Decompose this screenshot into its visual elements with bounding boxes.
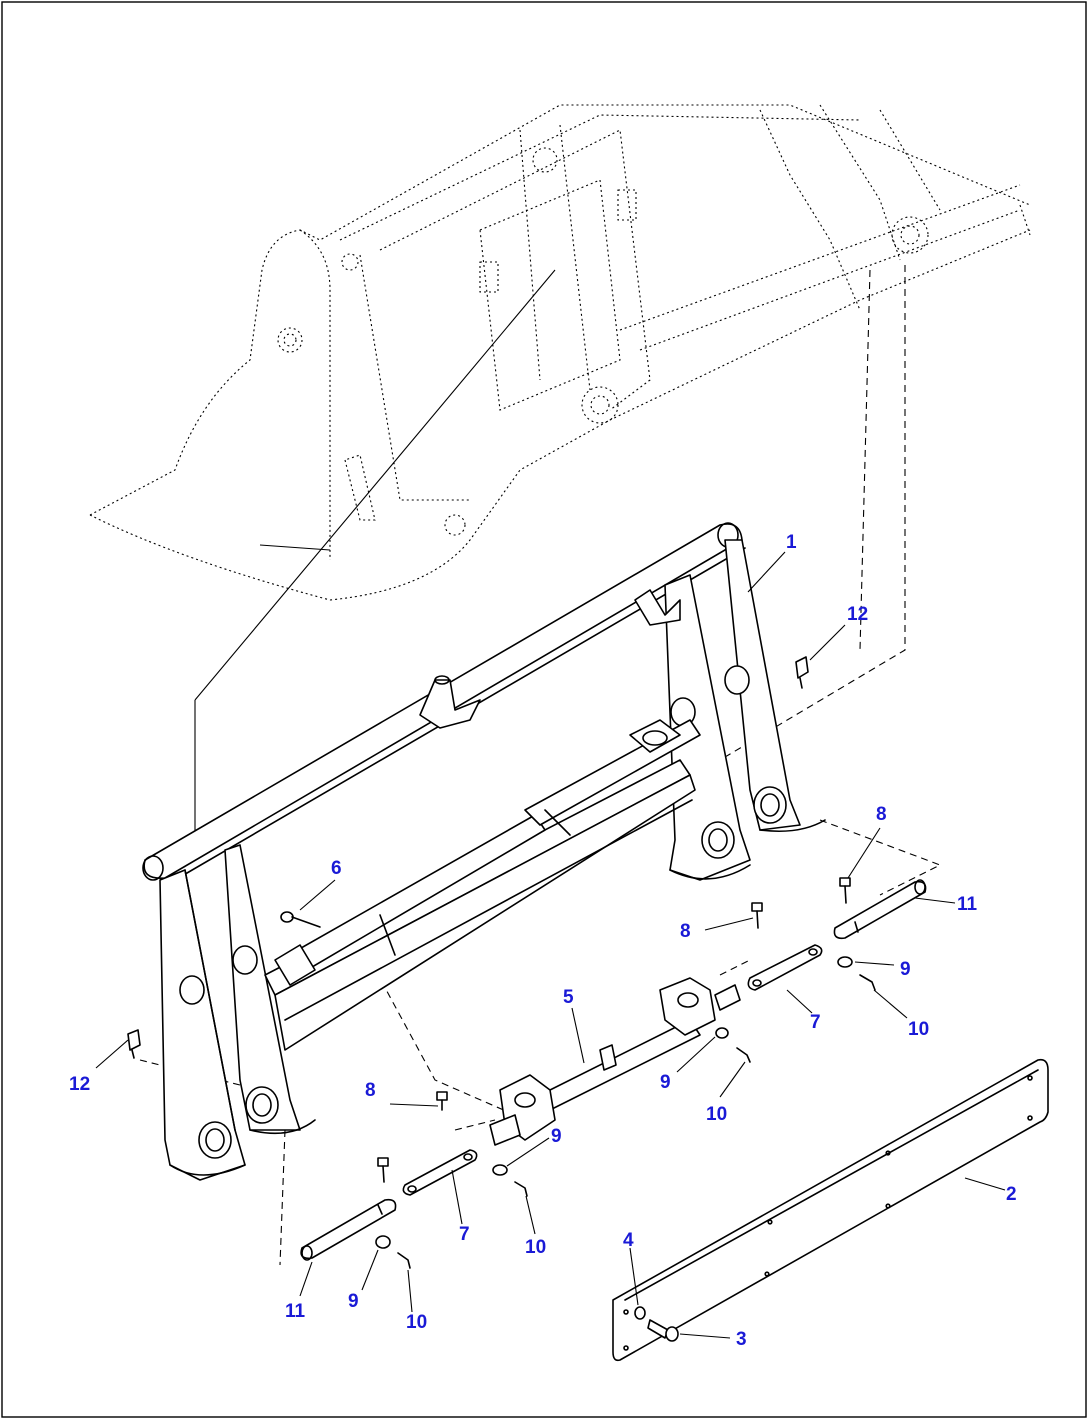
- bolt-part-6: [280, 911, 321, 928]
- callout-7: 7: [810, 1012, 821, 1033]
- callout-6: 6: [331, 858, 342, 879]
- callout-9: 9: [660, 1072, 671, 1093]
- cover-plate: [612, 1058, 1049, 1362]
- callout-9: 9: [900, 959, 911, 980]
- leader-lines: [95, 551, 1006, 1339]
- callout-labels: 1 12 8 11 6 8 9 5 7 10 12 9 8 10 9 2 7 1…: [69, 532, 1017, 1350]
- washer-part-4: [634, 1306, 646, 1320]
- bolt-part-3: [647, 1319, 679, 1342]
- washer-part-9-lower: [375, 1235, 391, 1249]
- grease-fitting-right: [795, 656, 809, 689]
- callout-2: 2: [1006, 1184, 1017, 1205]
- bolt-part-8-middle: [751, 902, 763, 929]
- lock-shaft: [489, 977, 741, 1146]
- callout-10: 10: [525, 1237, 546, 1258]
- link-rod-lower: [402, 1149, 478, 1196]
- callout-4: 4: [623, 1230, 634, 1251]
- pin-part-11-left: [300, 1198, 397, 1261]
- callout-10: 10: [908, 1019, 929, 1040]
- callout-1: 1: [786, 532, 797, 553]
- callout-5: 5: [563, 987, 574, 1008]
- bolt-part-8-left: [436, 1091, 448, 1111]
- callout-3: 3: [736, 1329, 747, 1350]
- callout-11: 11: [957, 894, 978, 915]
- callout-7: 7: [459, 1224, 470, 1245]
- callout-10: 10: [406, 1312, 427, 1333]
- callout-10: 10: [706, 1104, 727, 1125]
- cotter-pin-part-10-middle: [736, 1047, 751, 1063]
- callout-11: 11: [285, 1301, 306, 1322]
- callout-8: 8: [876, 804, 887, 825]
- callout-9: 9: [551, 1126, 562, 1147]
- washer-part-9-right: [837, 956, 853, 968]
- bolt-part-8-lower: [377, 1157, 389, 1183]
- callout-12: 12: [847, 604, 868, 625]
- washer-part-9-left: [492, 1164, 508, 1176]
- cotter-pin-part-10-right: [859, 974, 876, 991]
- callout-8: 8: [680, 921, 691, 942]
- quick-coupler-frame: [142, 522, 826, 1181]
- washer-part-9-middle: [715, 1027, 729, 1039]
- bucket-outline: [89, 104, 1031, 601]
- bolt-part-8-right: [839, 877, 851, 904]
- link-rod-upper: [747, 944, 823, 991]
- callout-8: 8: [365, 1080, 376, 1101]
- cotter-pin-part-10-left: [514, 1181, 528, 1197]
- pin-part-11-right: [833, 879, 927, 940]
- callout-12: 12: [69, 1074, 90, 1095]
- cotter-pin-part-10-lower: [397, 1252, 411, 1269]
- callout-9: 9: [348, 1291, 359, 1312]
- grease-fitting-left: [127, 1029, 141, 1059]
